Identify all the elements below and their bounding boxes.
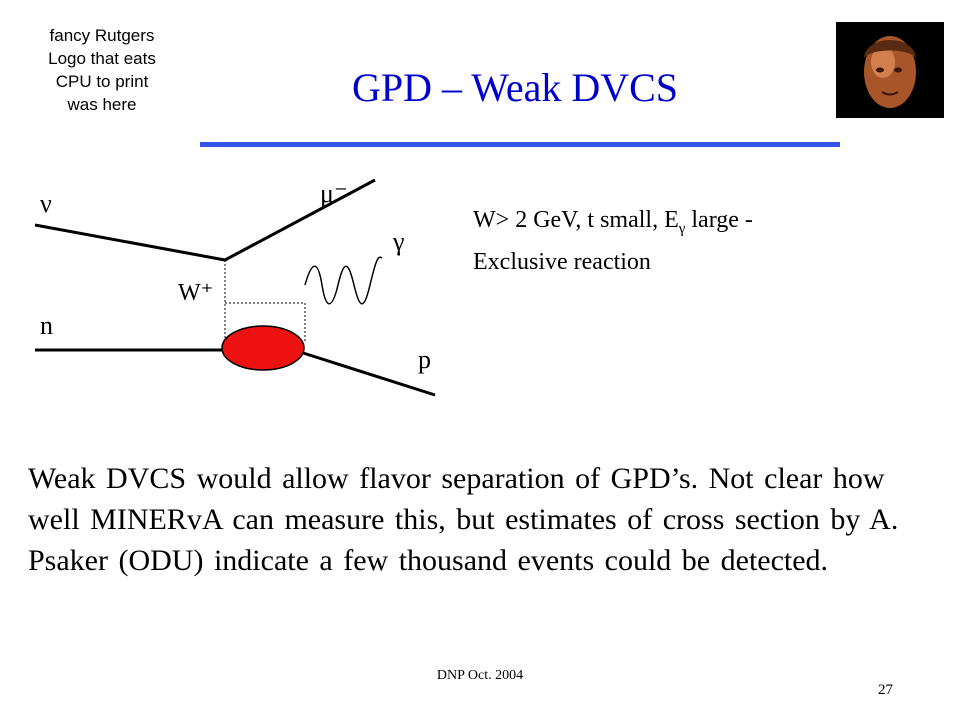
kinematics-line-2: Exclusive reaction <box>473 248 651 275</box>
label-w: W⁺ <box>178 280 213 306</box>
mouth <box>881 91 899 96</box>
photon-wavy-line <box>304 256 383 305</box>
hadron-blob <box>221 325 305 371</box>
kinematics-text-2: large - <box>685 207 753 233</box>
slide-title: GPD – Weak DVCS <box>351 65 679 110</box>
hair-shape <box>864 40 916 58</box>
label-nu: ν <box>40 189 52 218</box>
kinematics-subscript: γ <box>678 220 686 237</box>
logo-placeholder-text: fancy Rutgers Logo that eats CPU to prin… <box>48 26 156 114</box>
muon-line <box>224 178 376 262</box>
proton-line <box>299 350 436 397</box>
neutrino-line <box>34 223 226 262</box>
eye-right <box>894 67 902 73</box>
label-mu: μ⁻ <box>320 179 348 208</box>
page-number: 27 <box>878 682 893 698</box>
label-n: n <box>40 311 53 340</box>
label-p: p <box>418 345 431 374</box>
body-paragraph: Weak DVCS would allow flavor separation … <box>28 462 899 577</box>
kinematics-note: W> 2 GeV, t small, Eγ large - Exclusive … <box>473 204 893 279</box>
title-underline <box>200 142 840 147</box>
eye-left <box>876 67 884 73</box>
footer-text: DNP Oct. 2004 <box>436 668 524 683</box>
feynman-diagram: ν μ⁻ γ W⁺ n p <box>34 178 436 397</box>
label-gamma: γ <box>392 227 405 256</box>
statue-head-photo <box>836 22 944 118</box>
kinematics-text-1: W> 2 GeV, t small, E <box>473 207 679 233</box>
kinematics-line-1: W> 2 GeV, t small, Eγ large - <box>473 204 893 246</box>
